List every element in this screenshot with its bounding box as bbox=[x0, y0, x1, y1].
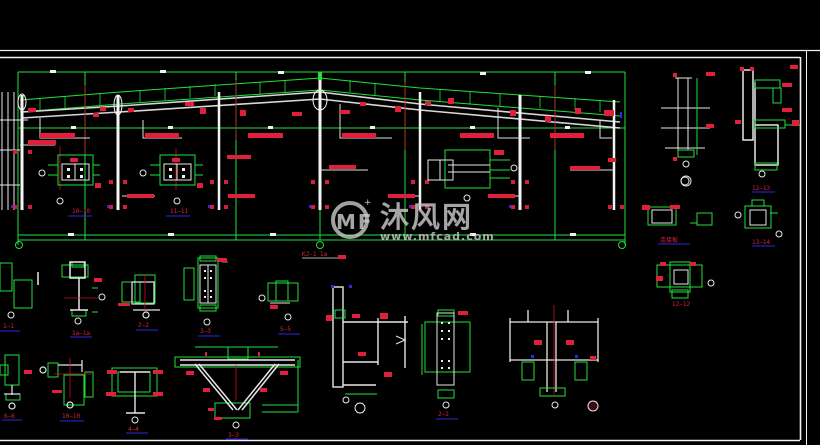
drawing-frame bbox=[0, 49, 820, 445]
detail-12-12[interactable] bbox=[656, 261, 715, 299]
section-label: 3—3 bbox=[228, 432, 239, 439]
watermark-brand: 沐风网 bbox=[380, 200, 473, 234]
section-label: 6—6 bbox=[4, 413, 15, 420]
section-label: 11—11 bbox=[170, 208, 188, 215]
detail-callout-circle bbox=[587, 400, 599, 412]
bolt-detail-10-10[interactable] bbox=[38, 154, 101, 205]
section-label: 12—12 bbox=[672, 301, 690, 308]
v-brace-detail[interactable]: 3—3 bbox=[174, 346, 301, 440]
section-label: 5—5 bbox=[280, 326, 291, 333]
watermark-url: www.mfcad.com bbox=[380, 230, 495, 243]
detail-13-14[interactable] bbox=[734, 199, 783, 238]
watermark-logo: MF bbox=[336, 210, 374, 234]
bolt-detail-ridge[interactable] bbox=[427, 149, 518, 202]
column-base-markers bbox=[11, 112, 624, 209]
main-frame-elevation[interactable]: 10—10 11—11 KJ-1 1a bbox=[0, 70, 626, 259]
ridge-splice-detail[interactable] bbox=[509, 310, 599, 409]
watermark: MF + 沐风网 www.mfcad.com bbox=[331, 198, 495, 243]
section-label: 2—2 bbox=[138, 322, 149, 329]
detail-callout-circle bbox=[354, 402, 366, 414]
elevation-title: KJ-1 1a bbox=[302, 251, 328, 258]
sparkle-icon: + bbox=[364, 198, 372, 208]
section-label: 2—2 bbox=[438, 411, 449, 418]
connection-plate-detail[interactable] bbox=[647, 206, 713, 226]
right-detail-column[interactable]: 12—13 13—14 连接板 bbox=[642, 65, 800, 308]
dimension-annotations bbox=[28, 98, 616, 198]
bottom-detail-row-2[interactable]: 6—6 10—10 4—4 bbox=[0, 346, 301, 440]
bolt-detail-11-11[interactable] bbox=[139, 154, 203, 205]
section-label: 4—4 bbox=[128, 426, 139, 433]
section-label: 1a—1a bbox=[72, 330, 90, 337]
detail-callout-circle bbox=[680, 175, 692, 187]
section-label: 10—10 bbox=[72, 208, 90, 215]
section-label: 3—3 bbox=[200, 328, 211, 335]
section-label: 13—14 bbox=[752, 239, 770, 246]
bottom-middle-details[interactable]: 2—2 bbox=[326, 285, 599, 420]
bottom-detail-row-1[interactable]: 1—1 1a—1a 2—2 bbox=[0, 255, 300, 338]
section-label: 10—10 bbox=[62, 413, 80, 420]
section-label: 1—1 bbox=[3, 323, 14, 330]
section-label: 12—13 bbox=[752, 185, 770, 192]
section-label: 连接板 bbox=[660, 236, 678, 244]
